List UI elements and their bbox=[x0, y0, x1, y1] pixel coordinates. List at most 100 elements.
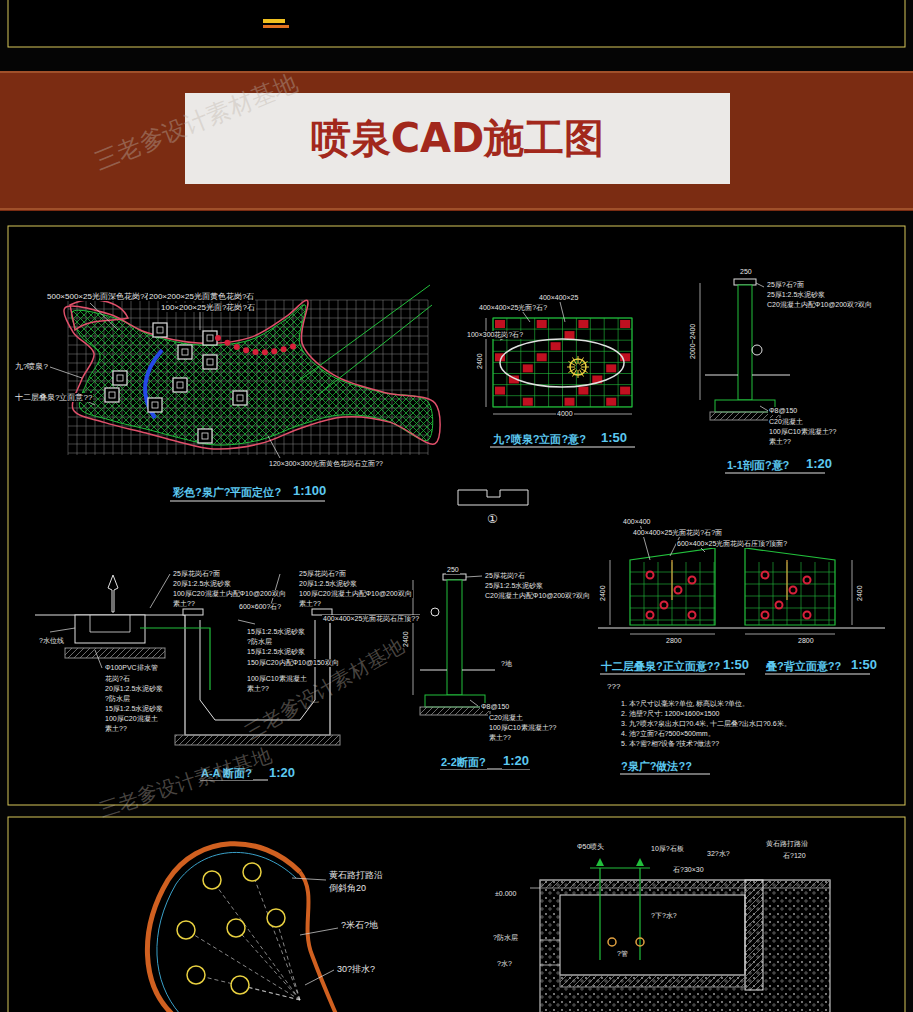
red-dot bbox=[290, 343, 296, 349]
cad-annotation: 25厚?石?面 bbox=[766, 281, 805, 289]
grid-line bbox=[815, 562, 816, 625]
jet-ray bbox=[568, 362, 575, 366]
leader-line bbox=[466, 576, 482, 577]
plaza-paving bbox=[71, 305, 433, 445]
red-nozzle bbox=[762, 612, 769, 619]
cad-annotation: 15厚1:2.5水泥砂浆 bbox=[104, 705, 164, 713]
banner-title: 喷泉CAD施工图 bbox=[311, 111, 605, 166]
red-tile bbox=[565, 398, 575, 406]
red-tile bbox=[565, 331, 575, 339]
grid-line bbox=[745, 572, 835, 573]
dimension-line bbox=[700, 283, 701, 400]
caption-underline bbox=[765, 674, 870, 675]
leader-line bbox=[292, 878, 326, 880]
detail-line bbox=[458, 490, 459, 505]
cad-annotation: 倒斜角20 bbox=[328, 883, 367, 893]
grid-line bbox=[493, 362, 632, 363]
jet-core bbox=[237, 395, 243, 401]
cad-annotation: 100厚C20混凝土内配Φ10@200双向 bbox=[298, 590, 413, 598]
red-tile bbox=[620, 387, 630, 395]
jet-ring bbox=[187, 966, 205, 984]
wall-light bbox=[752, 345, 762, 355]
basin-base bbox=[65, 648, 165, 658]
ground-line bbox=[705, 375, 738, 376]
red-tile bbox=[578, 320, 588, 328]
cad-annotation: 32?水? bbox=[706, 850, 731, 858]
red-tile bbox=[523, 364, 533, 372]
radial-line bbox=[252, 872, 300, 1000]
fountain-jet bbox=[173, 378, 187, 392]
jet-ray bbox=[581, 362, 588, 366]
drawing-caption: 九?喷泉?立面?意? bbox=[492, 433, 587, 446]
red-tile bbox=[537, 320, 547, 328]
grid-line bbox=[401, 300, 402, 455]
cad-annotation: 30?排水? bbox=[336, 964, 376, 974]
cad-annotation: 400×400 bbox=[622, 518, 651, 526]
site-plan bbox=[50, 285, 440, 501]
cad-annotation: 素土?? bbox=[488, 734, 512, 742]
red-tile bbox=[495, 320, 505, 328]
cascade-elevations bbox=[598, 524, 885, 774]
jet-core bbox=[182, 349, 188, 355]
leader-line bbox=[50, 628, 75, 632]
cad-annotation: 400×400×25光面?石? bbox=[478, 304, 548, 312]
jet-ray bbox=[581, 367, 589, 368]
nozzle bbox=[636, 858, 644, 866]
leader-line bbox=[50, 367, 82, 378]
cad-annotation: 素土?? bbox=[246, 685, 270, 693]
jet-ray bbox=[573, 357, 577, 364]
drawing-caption: ?泉广?做法?? bbox=[620, 760, 693, 773]
red-nozzle bbox=[689, 612, 696, 619]
drawing-caption: 1:20 bbox=[805, 457, 833, 472]
jet-ray bbox=[578, 356, 579, 364]
kidney-pool bbox=[147, 844, 338, 1012]
pipe bbox=[140, 628, 210, 690]
grid-line bbox=[773, 562, 774, 625]
cad-annotation: 100×300花岗?石? bbox=[466, 331, 524, 339]
footing bbox=[425, 695, 485, 707]
cad-annotation: 25厚花岗?石 bbox=[484, 572, 526, 580]
cad-annotation: 4000 bbox=[556, 410, 574, 418]
grid-line bbox=[392, 300, 393, 455]
cad-annotation: 100厚C20混凝土内配Φ10@200双向 bbox=[172, 590, 287, 598]
valve bbox=[636, 938, 644, 946]
leader-line bbox=[150, 574, 170, 608]
grid-line bbox=[801, 562, 802, 625]
dimension-line bbox=[852, 560, 853, 625]
basin-inner bbox=[90, 615, 130, 632]
drawing-caption: 1:50 bbox=[850, 658, 878, 673]
water-line bbox=[786, 560, 787, 600]
fountain-jet bbox=[153, 323, 167, 337]
fountain-elevation bbox=[486, 302, 635, 447]
caption-underline bbox=[600, 674, 745, 675]
red-dot bbox=[253, 349, 259, 355]
cad-annotation: 100厚C10素混凝土?? bbox=[488, 724, 557, 732]
grid-line bbox=[493, 384, 632, 385]
jet-ray bbox=[578, 370, 579, 378]
grid-line bbox=[68, 453, 428, 454]
jet-ring bbox=[243, 863, 261, 881]
cad-annotation: 黄石路打路沿 bbox=[328, 870, 384, 880]
cad-annotation: 100厚C20混凝土 bbox=[104, 715, 159, 723]
grid-line bbox=[347, 300, 348, 455]
cad-annotation: ?水? bbox=[496, 960, 513, 968]
red-nozzle bbox=[647, 572, 654, 579]
pipe bbox=[590, 867, 650, 868]
leader-line bbox=[470, 700, 478, 706]
top-panel bbox=[8, 0, 905, 47]
grid-line bbox=[493, 395, 632, 396]
cad-annotation: 2400 bbox=[856, 584, 864, 602]
coping bbox=[443, 574, 466, 580]
cad-annotation: Φ100PVC排水管 bbox=[104, 664, 159, 672]
fountain-jet bbox=[198, 429, 212, 443]
drawing-caption: 1:20 bbox=[502, 754, 530, 769]
red-tile bbox=[606, 364, 616, 372]
grid-line bbox=[493, 318, 632, 319]
footing bbox=[715, 400, 775, 412]
jet-core bbox=[109, 392, 115, 398]
pool-rim bbox=[147, 844, 300, 1012]
basin bbox=[75, 615, 145, 643]
watermark: 三老爹设计素材基地 bbox=[90, 68, 302, 175]
red-dot bbox=[215, 335, 221, 341]
